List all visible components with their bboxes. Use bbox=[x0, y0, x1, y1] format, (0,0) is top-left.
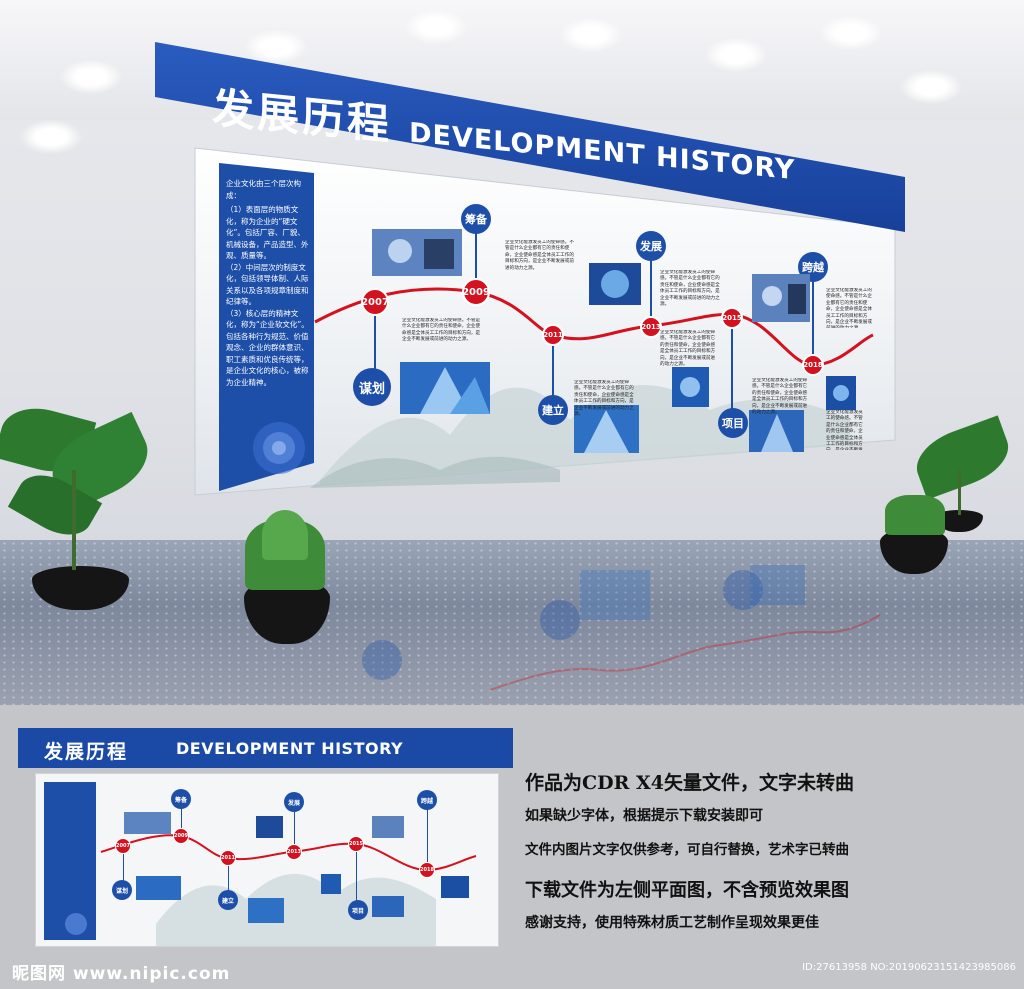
floor-reflection bbox=[489, 614, 881, 691]
milestone-description: 企业文化能激发员工的使命感。不管是什么企业都有它的责任和使命，企业使命感是全体员… bbox=[826, 410, 863, 450]
image-id: ID:27613958 NO:20190623151423985086 bbox=[802, 962, 1016, 973]
ceiling-light bbox=[900, 70, 962, 104]
ceiling-light bbox=[405, 10, 467, 44]
floor-reflection bbox=[723, 570, 763, 610]
ceiling-light bbox=[560, 18, 622, 52]
floor-reflection bbox=[362, 640, 402, 680]
sidebar-text: 企业文化由三个层次构成： （1）表面层的物质文化，称为企业的“硬文化”。包括厂容… bbox=[226, 178, 310, 388]
photo-skyscraper bbox=[749, 410, 804, 452]
timeline-stem bbox=[123, 846, 124, 890]
sidebar-heading: 企业文化由三个层次构成： bbox=[226, 179, 301, 200]
note-line: 作品为CDR X4矢量文件，文字未转曲 bbox=[525, 772, 854, 794]
year-node: 2011 bbox=[542, 324, 564, 346]
year-node: 2013 bbox=[640, 316, 662, 338]
timeline-stem bbox=[181, 799, 182, 836]
plant-pot bbox=[880, 528, 948, 574]
year-node: 2015 bbox=[348, 836, 364, 852]
stage-node: 发展 bbox=[636, 231, 666, 261]
timeline-layer bbox=[314, 287, 881, 691]
stage-node: 发展 bbox=[284, 792, 304, 812]
photo-handshake bbox=[372, 229, 462, 276]
sidebar-paragraph: （1）表面层的物质文化，称为企业的“硬文化”。包括厂容、厂貌、机械设备，产品造型… bbox=[226, 205, 309, 260]
stage-node: 项目 bbox=[718, 408, 748, 438]
year-node: 2007 bbox=[361, 288, 389, 316]
photo-office bbox=[574, 405, 639, 453]
ceiling-light bbox=[20, 120, 82, 154]
note-line: 文件内图片文字仅供参考，可自行替换，艺术字已转曲 bbox=[525, 842, 849, 858]
photo-globe bbox=[589, 263, 641, 305]
sidebar-panel bbox=[219, 163, 314, 491]
floor-reflection bbox=[580, 570, 650, 620]
timeline-stem bbox=[812, 267, 814, 365]
timeline-stem bbox=[374, 302, 376, 387]
note-line: 如果缺少字体，根据提示下载安装即可 bbox=[525, 808, 763, 824]
floor bbox=[0, 540, 1024, 705]
milestone-description: 企业文化能激发员工的使命感。不管是什么企业都有它的责任和使命，企业使命感是全体员… bbox=[660, 330, 716, 368]
year-node: 2009 bbox=[462, 278, 490, 306]
plant-pot bbox=[32, 566, 129, 610]
timeline-stem bbox=[650, 246, 652, 327]
milestone-description: 企业文化能激发员工的使命感。不管是什么企业都有它的责任和使命，企业使命感是全体员… bbox=[574, 380, 634, 418]
note-line: 下载文件为左侧平面图，不含预览效果图 bbox=[525, 880, 849, 901]
year-node: 2018 bbox=[419, 862, 435, 878]
photo-buildings bbox=[400, 362, 490, 414]
floor-reflection bbox=[540, 600, 580, 640]
year-node: 2013 bbox=[286, 844, 302, 860]
preview-title-cn: 发展历程 bbox=[44, 741, 129, 763]
ceiling-light bbox=[60, 60, 122, 94]
banner-bar bbox=[155, 42, 905, 232]
ceiling-light bbox=[820, 16, 882, 50]
timeline-stem bbox=[294, 802, 295, 852]
stage-node: 建立 bbox=[538, 395, 568, 425]
sidebar-paragraph: （3）核心层的精神文化，称为“企业软文化”。包括各种行为规范、价值观念、企业的群… bbox=[226, 308, 309, 387]
stage-node: 跨越 bbox=[417, 790, 437, 810]
timeline-stem bbox=[427, 800, 428, 870]
stage-node: 建立 bbox=[218, 890, 238, 910]
floor-reflection bbox=[750, 565, 805, 605]
stage-node: 项目 bbox=[348, 900, 368, 920]
stage-node: 谋划 bbox=[112, 880, 132, 900]
plant-pot bbox=[935, 510, 983, 532]
year-node: 2009 bbox=[173, 828, 189, 844]
preview-title-en: DEVELOPMENT HISTORY bbox=[176, 739, 404, 758]
preview-title-bar: 发展历程 DEVELOPMENT HISTORY bbox=[18, 728, 513, 768]
year-node: 2018 bbox=[802, 354, 824, 376]
photo-handshake bbox=[752, 274, 810, 322]
year-node: 2007 bbox=[115, 838, 131, 854]
year-node: 2011 bbox=[220, 850, 236, 866]
sidebar-paragraph: （2）中间层次的制度文化，包括领导体制、人际关系以及各项规章制度和纪律等。 bbox=[226, 262, 309, 307]
site-watermark: 昵图网 www.nipic.com bbox=[12, 964, 231, 984]
stage-node: 筹备 bbox=[171, 789, 191, 809]
timeline-stem bbox=[475, 219, 477, 292]
timeline-stem bbox=[552, 335, 554, 410]
milestone-description: 企业文化能激发员工的使命感。不管是什么企业都有它的责任和使命，企业使命感是全体员… bbox=[660, 270, 720, 308]
preview-sidebar bbox=[44, 782, 96, 940]
milestone-description: 企业文化能激发员工的使命感。不管是什么企业都有它的责任和使命，企业使命感是全体员… bbox=[752, 378, 808, 416]
room-scene: 发展历程 DEVELOPMENT HISTORY 企业文化由三个层次构成： （1… bbox=[0, 0, 1024, 705]
timeline-stem bbox=[731, 318, 733, 423]
milestone-description: 企业文化能激发员工的使命感。不管是什么企业都有它的责任和使命，企业使命感是全体员… bbox=[402, 318, 481, 343]
floor-texture bbox=[0, 540, 1024, 705]
ceiling-light bbox=[245, 30, 307, 64]
photo-network bbox=[672, 367, 709, 407]
year-node: 2015 bbox=[721, 307, 743, 329]
stage-node: 筹备 bbox=[461, 204, 491, 234]
photo-data bbox=[826, 376, 856, 410]
preview-flat-layout: 2007 谋划 2009 筹备 2011 建立 2013 发展 2015 项目 2018 跨越 bbox=[35, 773, 499, 947]
milestone-description: 企业文化能激发员工的使命感。不管是什么企业都有它的责任和使命，企业使命感是全体员… bbox=[505, 240, 574, 271]
timeline-stem bbox=[356, 844, 357, 910]
note-line: 感谢支持，使用特殊材质工艺制作呈现效果更佳 bbox=[525, 915, 819, 931]
stage-node: 谋划 bbox=[353, 368, 391, 406]
timeline-stem bbox=[228, 858, 229, 900]
ceiling-light bbox=[705, 38, 767, 72]
milestone-description: 企业文化能激发员工的使命感。不管是什么企业都有它的责任和使命，企业使命感是全体员… bbox=[826, 288, 872, 328]
